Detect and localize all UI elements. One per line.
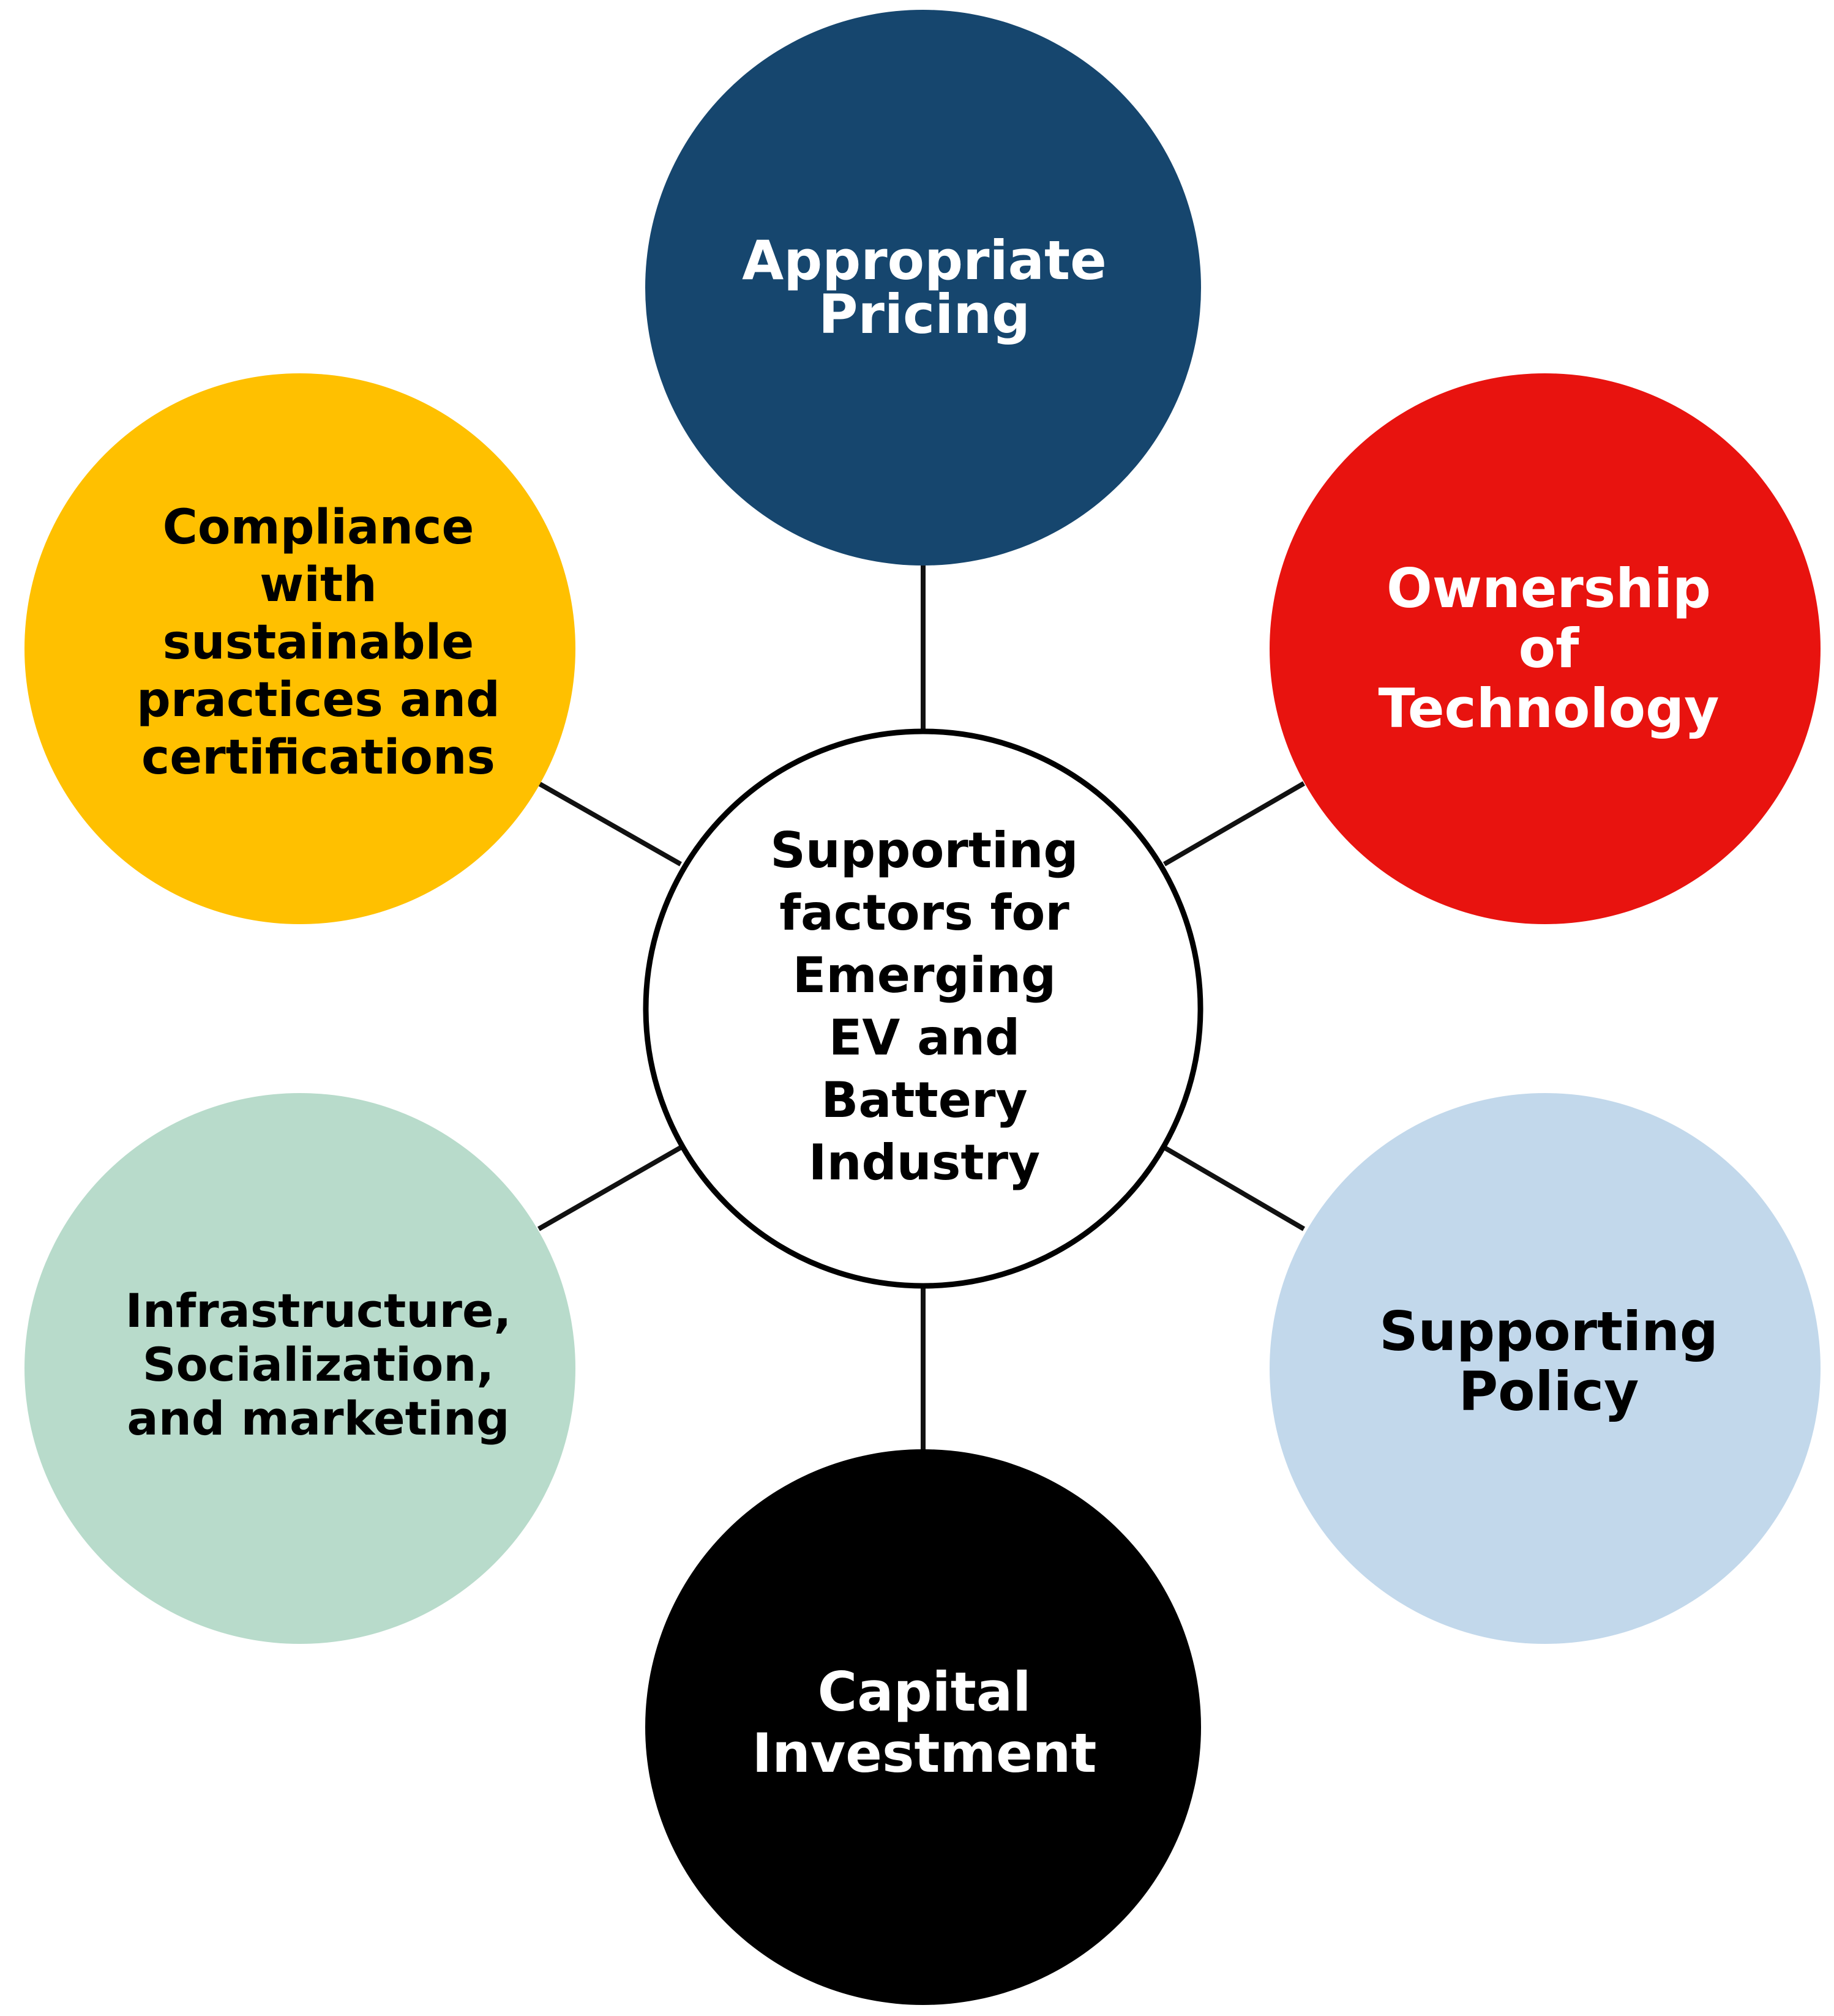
node-label-infrastructure: Infrastructure, Socialization, and marke… [55,1273,582,1457]
node-circle-pricing [645,10,1201,566]
node-circle-compliance [24,373,575,924]
node-circle-ownership [1270,373,1821,924]
node-text-infrastructure: Infrastructure, Socialization, and marke… [125,1283,512,1446]
node-text-ownership: Ownership of Technology [1378,557,1720,740]
connector-ownership [1162,781,1306,867]
node-text-compliance: Compliance with sustainable practices an… [137,500,500,785]
node-circle-infrastructure [24,1093,575,1644]
center-label: Supporting factors for Emerging EV and B… [679,808,1169,1206]
center-circle [643,728,1203,1289]
node-label-pricing: Appropriate Pricing [655,208,1194,367]
node-text-policy: Supporting Policy [1379,1300,1718,1423]
connector-infrastructure [537,1145,682,1231]
node-circle-capital [645,1449,1201,2005]
node-label-compliance: Compliance with sustainable practices an… [55,490,582,796]
node-text-capital: Capital Investment [752,1660,1097,1785]
connector-policy [1162,1145,1306,1231]
node-text-pricing: Appropriate Pricing [742,229,1107,346]
center-text: Supporting factors for Emerging EV and B… [770,822,1079,1191]
node-label-policy: Supporting Policy [1279,1285,1818,1438]
node-circle-policy [1270,1093,1821,1644]
connector-compliance [537,781,682,867]
node-label-ownership: Ownership of Technology [1279,539,1818,759]
node-label-capital: Capital Investment [655,1646,1194,1799]
